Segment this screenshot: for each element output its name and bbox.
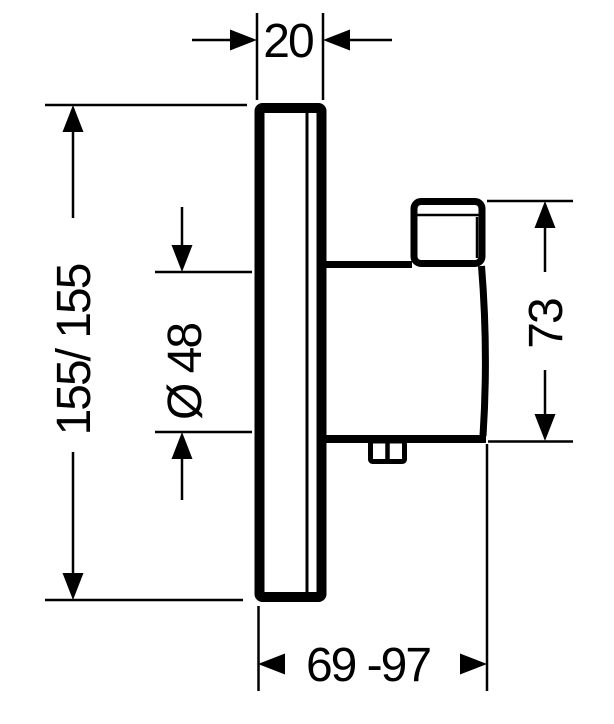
handle-knob-outline xyxy=(410,198,486,267)
dim-bottom-label: 69 -97 xyxy=(306,639,430,692)
dimension-diameter: Ø 48 xyxy=(155,207,252,500)
wall-plate-outline xyxy=(254,103,327,602)
dim-right-arrow-up-icon xyxy=(534,201,556,228)
dim-top-label: 20 xyxy=(263,15,313,68)
dim-left-arrow-down-icon xyxy=(62,573,84,600)
bottom-clip-outline xyxy=(368,438,407,464)
dim-dia-arrow-down-icon xyxy=(171,245,193,272)
dim-left-label: 155/ 155 xyxy=(48,264,101,435)
dim-top-arrow-left-icon xyxy=(230,29,257,51)
dim-bottom-arrow-right-icon xyxy=(460,653,487,675)
dim-right-label: 73 xyxy=(520,299,573,349)
valve-body-right-profile xyxy=(478,265,489,437)
dimension-left-height: 155/ 155 xyxy=(45,103,247,602)
fixture xyxy=(254,103,489,602)
dim-right-arrow-down-icon xyxy=(534,414,556,441)
dim-dia-label: Ø 48 xyxy=(159,324,212,420)
dimension-bottom-depth: 69 -97 xyxy=(257,444,489,692)
dim-left-arrow-up-icon xyxy=(62,105,84,132)
dim-bottom-arrow-left-icon xyxy=(258,653,285,675)
dimension-right-height: 73 xyxy=(487,199,573,443)
dim-top-arrow-right-icon xyxy=(323,29,350,51)
dim-dia-arrow-up-icon xyxy=(171,432,193,459)
dimension-top-width: 20 xyxy=(192,13,392,100)
